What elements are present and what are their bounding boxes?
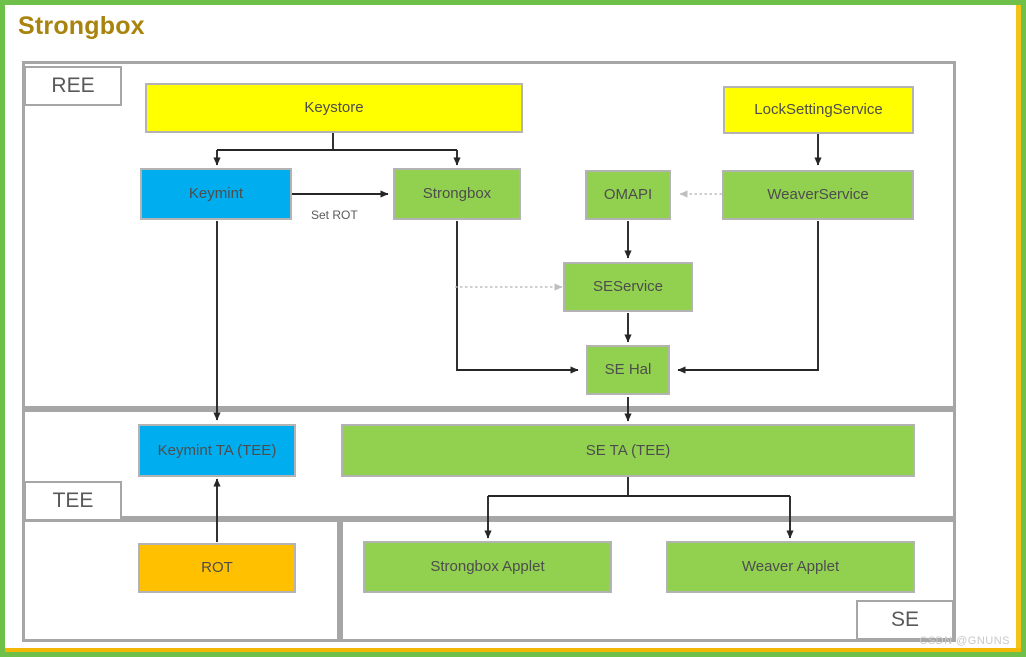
node-weaverservice[interactable]: WeaverService bbox=[722, 170, 914, 220]
node-se-hal[interactable]: SE Hal bbox=[586, 345, 670, 395]
panel-tee-upper bbox=[22, 409, 956, 519]
node-weaver-applet[interactable]: Weaver Applet bbox=[666, 541, 915, 593]
zone-label-ree: REE bbox=[24, 66, 122, 106]
panel-tee-lower-left bbox=[22, 519, 340, 642]
panel-se bbox=[340, 519, 956, 642]
edge-label-set-rot: Set ROT bbox=[311, 208, 358, 222]
watermark: CSDN @GNUNS bbox=[919, 635, 1010, 647]
node-locksettingservice[interactable]: LockSettingService bbox=[723, 86, 914, 134]
page-title: Strongbox bbox=[18, 12, 145, 40]
node-strongbox[interactable]: Strongbox bbox=[393, 168, 521, 220]
frame-accent-bottom bbox=[5, 648, 1021, 652]
panel-ree bbox=[22, 61, 956, 409]
node-rot[interactable]: ROT bbox=[138, 543, 296, 593]
node-strongbox-applet[interactable]: Strongbox Applet bbox=[363, 541, 612, 593]
node-omapi[interactable]: OMAPI bbox=[585, 170, 671, 220]
zone-label-tee: TEE bbox=[24, 481, 122, 521]
node-keystore[interactable]: Keystore bbox=[145, 83, 523, 133]
node-se-ta[interactable]: SE TA (TEE) bbox=[341, 424, 915, 477]
zone-label-se: SE bbox=[856, 600, 954, 640]
frame-accent-right bbox=[1016, 5, 1021, 652]
node-keymint[interactable]: Keymint bbox=[140, 168, 292, 220]
node-seservice[interactable]: SEService bbox=[563, 262, 693, 312]
node-keymint-ta[interactable]: Keymint TA (TEE) bbox=[138, 424, 296, 477]
